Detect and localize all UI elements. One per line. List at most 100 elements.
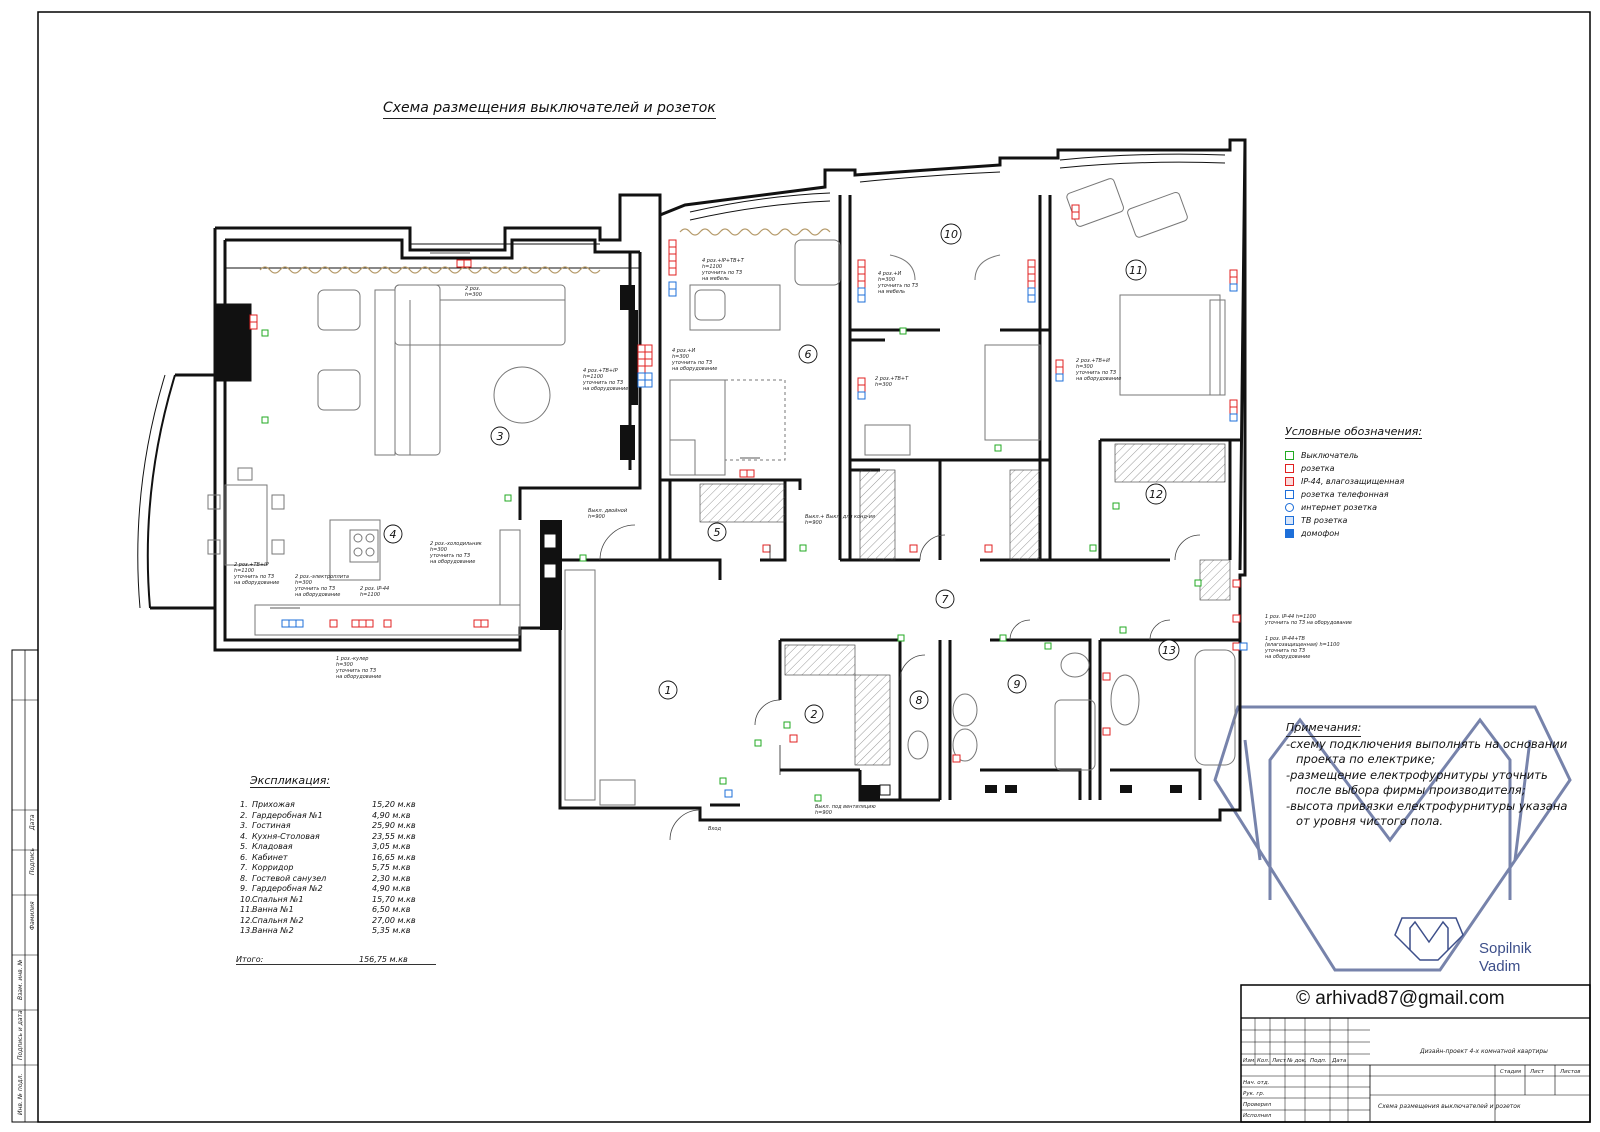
svg-text:Подп.: Подп. bbox=[1310, 1058, 1327, 1064]
room-4-label: 4 bbox=[390, 528, 397, 541]
internet-socket-icon bbox=[1285, 503, 1294, 512]
curtains bbox=[259, 228, 831, 274]
svg-text:h=300: h=300 bbox=[672, 354, 689, 360]
svg-text:на оборудование: на оборудование bbox=[1265, 654, 1310, 660]
svg-text:h=900: h=900 bbox=[588, 514, 605, 520]
room-numbers bbox=[383, 223, 1180, 724]
svg-text:2 роз.: 2 роз. bbox=[465, 286, 480, 292]
intercom-icon bbox=[1285, 529, 1294, 538]
notes-title: Примечания: bbox=[1286, 720, 1362, 737]
svg-text:h=900: h=900 bbox=[805, 520, 822, 526]
brand-name: Sopilnik Vadim bbox=[1479, 940, 1532, 975]
room-7-label: 7 bbox=[942, 593, 949, 606]
svg-text:уточнить по ТЗ: уточнить по ТЗ bbox=[671, 360, 713, 366]
legend-item: интернет розетка bbox=[1285, 501, 1422, 514]
svg-text:h=300: h=300 bbox=[465, 292, 482, 298]
explication-total: Итого: 156,75 м.кв bbox=[236, 955, 436, 965]
svg-text:Дата: Дата bbox=[1331, 1058, 1347, 1064]
svg-text:Фамилия: Фамилия bbox=[29, 901, 36, 930]
svg-text:Проверил: Проверил bbox=[1243, 1102, 1272, 1108]
svg-text:Кол.: Кол. bbox=[1257, 1058, 1270, 1064]
svg-text:на оборудование: на оборудование bbox=[583, 386, 628, 392]
svg-text:(влагозащищенная) h=1100: (влагозащищенная) h=1100 bbox=[1265, 642, 1340, 648]
drawing-title: Схема размещения выключателей и розеток bbox=[383, 100, 716, 119]
svg-text:на оборудование: на оборудование bbox=[672, 366, 717, 372]
room-6-circle bbox=[798, 344, 818, 364]
svg-text:2 роз.-холодильник: 2 роз.-холодильник bbox=[430, 541, 482, 547]
wardrobe-hatches bbox=[699, 443, 1231, 766]
svg-text:2 роз.-электроплита: 2 роз.-электроплита bbox=[295, 574, 349, 580]
annotations: 4 роз.+IP+TB+T h=1100 уточнить по ТЗ на … bbox=[233, 258, 1352, 832]
legend-item: Выключатель bbox=[1285, 449, 1422, 462]
total-value: 156,75 м.кв bbox=[359, 955, 408, 964]
title-block bbox=[1240, 984, 1591, 1123]
copyright-email: © arhivad87@gmail.com bbox=[1296, 988, 1505, 1009]
sheet-frame bbox=[37, 11, 1591, 1123]
svg-text:Изм.: Изм. bbox=[1243, 1058, 1256, 1064]
room-8-label: 8 bbox=[916, 694, 923, 707]
svg-text:Инв. № подл.: Инв. № подл. bbox=[17, 1074, 24, 1115]
svg-text:h=300: h=300 bbox=[875, 382, 892, 388]
svg-text:2 роз. IP-44: 2 роз. IP-44 bbox=[360, 586, 389, 592]
small-logo bbox=[1394, 917, 1464, 961]
svg-text:Дизайн-проект 4-х комнатной кв: Дизайн-проект 4-х комнатной квартиры bbox=[1419, 1048, 1548, 1055]
legend-item: розетка bbox=[1285, 462, 1422, 475]
svg-text:Выкл.+ Выкл. для конд-ия: Выкл.+ Выкл. для конд-ия bbox=[805, 514, 875, 520]
svg-text:2 роз.+TB+IP: 2 роз.+TB+IP bbox=[234, 562, 269, 568]
phone-socket-icon bbox=[1285, 490, 1294, 499]
svg-text:на мебель: на мебель bbox=[878, 289, 905, 295]
room-13-label: 13 bbox=[1162, 644, 1176, 657]
switches bbox=[261, 327, 1202, 802]
room-11-circle bbox=[1125, 259, 1147, 281]
svg-text:уточнить по ТЗ: уточнить по ТЗ bbox=[294, 586, 336, 592]
legend: Условные обозначения: Выключатель розетк… bbox=[1285, 425, 1423, 540]
svg-text:2 роз.+TB+И: 2 роз.+TB+И bbox=[1076, 358, 1110, 364]
svg-text:h=300: h=300 bbox=[336, 662, 353, 668]
room-10-label: 10 bbox=[944, 228, 958, 241]
svg-text:4 роз.+TB+IP: 4 роз.+TB+IP bbox=[583, 368, 618, 374]
socket-ip44-icon bbox=[1285, 477, 1294, 486]
svg-text:2 роз.+TB+T: 2 роз.+TB+T bbox=[875, 376, 909, 382]
svg-text:Дата: Дата bbox=[29, 814, 36, 831]
notes-line: -схему подключения выполнять на основани… bbox=[1286, 736, 1568, 751]
legend-item: розетка телефонная bbox=[1285, 488, 1422, 501]
svg-text:уточнить по ТЗ на оборудование: уточнить по ТЗ на оборудование bbox=[1264, 620, 1352, 626]
socket-icon bbox=[1285, 464, 1294, 473]
svg-text:4 роз.+IP+TB+T: 4 роз.+IP+TB+T bbox=[702, 258, 745, 264]
room-2-label: 2 bbox=[811, 708, 818, 721]
svg-text:Подпись: Подпись bbox=[29, 848, 36, 875]
svg-text:уточнить по ТЗ: уточнить по ТЗ bbox=[335, 668, 377, 674]
svg-text:уточнить по ТЗ: уточнить по ТЗ bbox=[233, 574, 275, 580]
room-5-label: 5 bbox=[714, 526, 721, 539]
legend-item: IP-44, влагозащищенная bbox=[1285, 475, 1422, 488]
legend-item: домофон bbox=[1285, 527, 1422, 540]
svg-text:на оборудование: на оборудование bbox=[234, 580, 279, 586]
notes-line: -размещение електрофурнитуры уточнить bbox=[1286, 767, 1548, 782]
svg-text:№ док.: № док. bbox=[1286, 1058, 1307, 1064]
svg-text:h=1100: h=1100 bbox=[583, 374, 603, 380]
svg-text:на оборудование: на оборудование bbox=[295, 592, 340, 598]
room-10-circle bbox=[940, 223, 962, 245]
room-9-circle bbox=[1007, 674, 1027, 694]
notes-line: от уровня чистого пола. bbox=[1296, 814, 1444, 828]
room-3-circle bbox=[490, 426, 510, 446]
sockets bbox=[249, 204, 1241, 763]
svg-text:h=1100: h=1100 bbox=[702, 264, 722, 270]
svg-text:Рук. гр.: Рук. гр. bbox=[1243, 1091, 1265, 1097]
tv-socket-icon bbox=[1285, 516, 1294, 525]
svg-text:Стадия: Стадия bbox=[1500, 1069, 1522, 1075]
door-swings bbox=[599, 524, 1201, 841]
svg-text:уточнить по ТЗ: уточнить по ТЗ bbox=[582, 380, 624, 386]
room-4-circle bbox=[383, 524, 403, 544]
room-12-label: 12 bbox=[1149, 488, 1163, 501]
svg-text:1 роз. IP-44+TB: 1 роз. IP-44+TB bbox=[1265, 636, 1305, 642]
svg-text:уточнить по ТЗ: уточнить по ТЗ bbox=[877, 283, 919, 289]
